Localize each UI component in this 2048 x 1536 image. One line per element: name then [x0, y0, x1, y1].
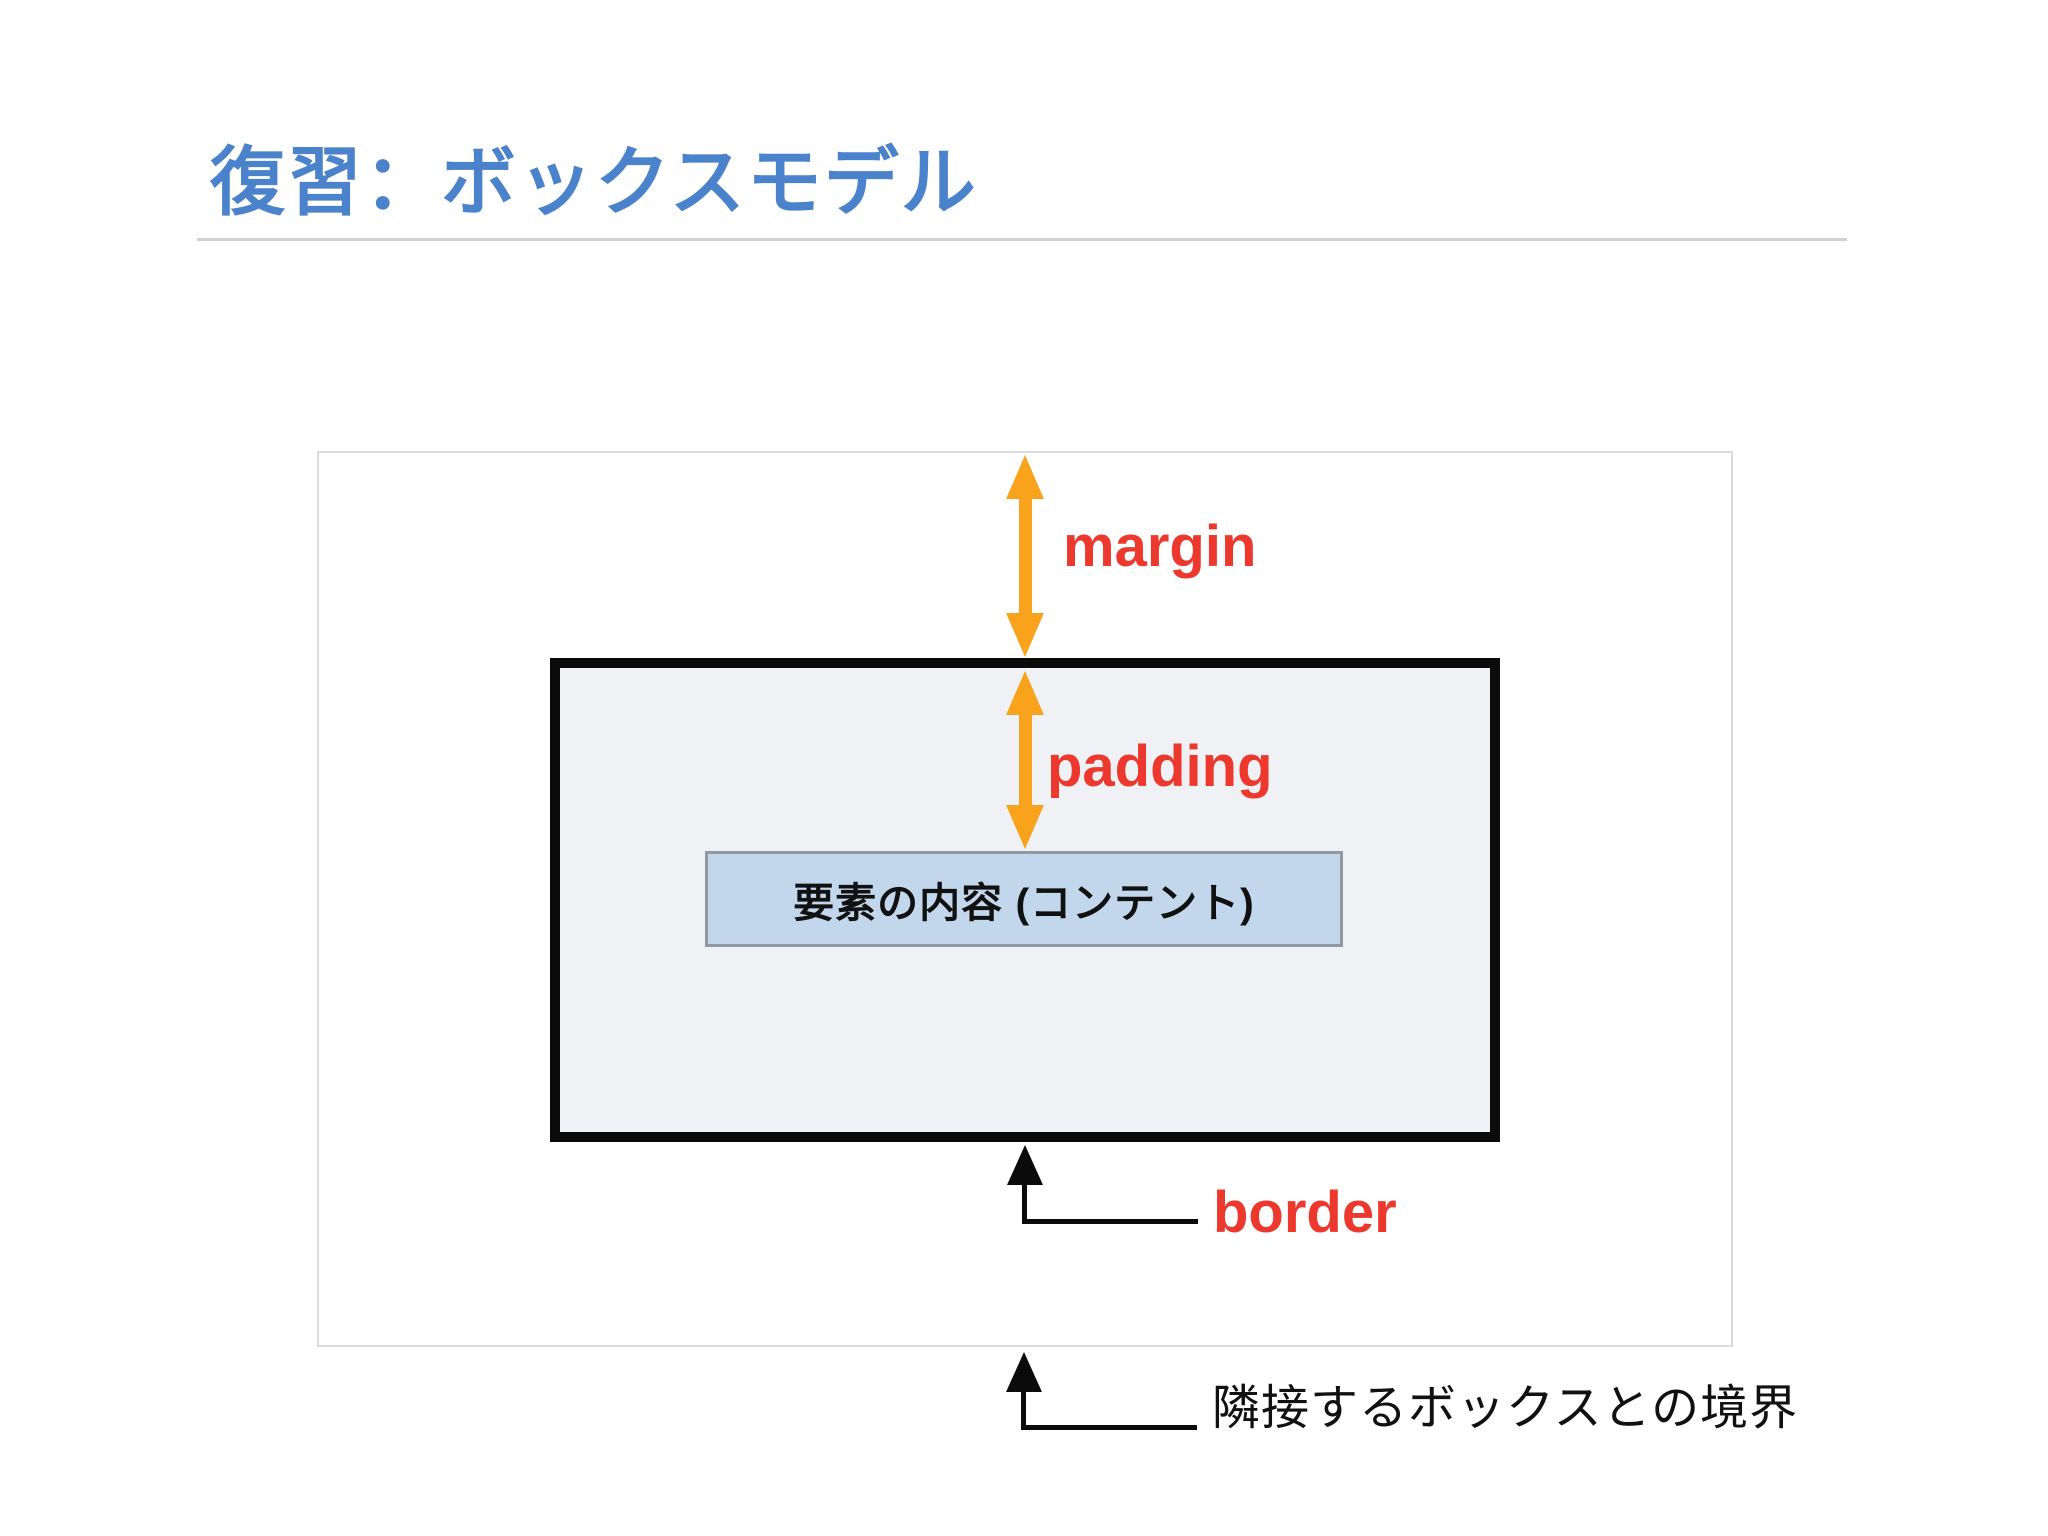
- content-box-label: 要素の内容 (コンテント): [793, 880, 1255, 926]
- margin-label: margin: [1063, 514, 1257, 579]
- margin-double-arrow-icon: [1006, 455, 1044, 657]
- arrow-up-head-icon: [1006, 671, 1044, 715]
- border-callout-arrowhead-icon: [1007, 1145, 1043, 1185]
- border-callout-line: [1022, 1180, 1027, 1224]
- page-title: 復習：ボックスモデル: [210, 140, 978, 224]
- adjacent-boundary-line: [1021, 1425, 1197, 1430]
- arrow-shaft: [1018, 715, 1032, 805]
- adjacent-boundary-line: [1021, 1388, 1026, 1430]
- arrow-shaft: [1018, 499, 1032, 613]
- content-box: 要素の内容 (コンテント): [705, 851, 1343, 947]
- arrow-up-head-icon: [1006, 455, 1044, 499]
- arrow-down-head-icon: [1006, 613, 1044, 657]
- padding-double-arrow-icon: [1006, 671, 1044, 849]
- border-callout-line: [1022, 1219, 1198, 1224]
- adjacent-boundary-label: 隣接するボックスとの境界: [1212, 1382, 1799, 1435]
- border-label: border: [1213, 1180, 1397, 1245]
- title-underline: [197, 238, 1847, 241]
- adjacent-boundary-arrowhead-icon: [1006, 1352, 1042, 1392]
- padding-label: padding: [1047, 734, 1273, 799]
- arrow-down-head-icon: [1006, 805, 1044, 849]
